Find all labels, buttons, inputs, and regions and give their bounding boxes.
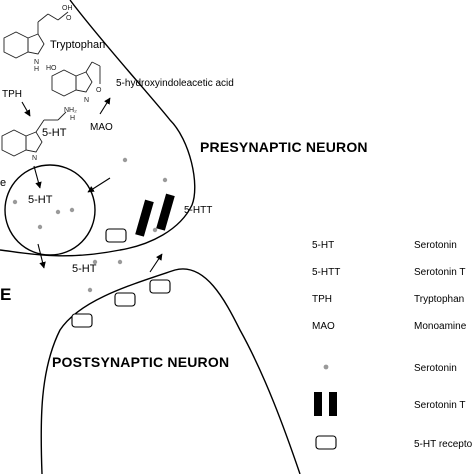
- serotonin-transporter: [135, 193, 175, 237]
- legend-desc-5ht: Serotonin: [414, 240, 457, 251]
- serotonin-dot: [12, 199, 18, 205]
- presynaptic-membrane: [0, 0, 196, 257]
- hiaa-n-text: N: [84, 97, 89, 104]
- legend-abbr-5ht: 5-HT: [312, 240, 334, 251]
- serotonin-dot-icon: [323, 364, 329, 370]
- edge-partial-text: e: [0, 177, 6, 189]
- serotonin-n-text: N: [32, 155, 37, 162]
- htt-label: 5-HTT: [184, 205, 212, 216]
- serotonin-dot: [87, 287, 93, 293]
- legend-abbr-5htt: 5-HTT: [312, 267, 340, 278]
- legend-desc-5htt: Serotonin T: [414, 267, 466, 278]
- legend-desc-receptor: 5-HT recepto: [414, 439, 473, 450]
- postsynaptic-title: POSTSYNAPTIC NEURON: [52, 354, 229, 370]
- legend-desc-serotonin-dot: Serotonin: [414, 363, 457, 374]
- serotonin-dots: [12, 157, 168, 293]
- serotonin-label: 5-HT: [42, 127, 67, 139]
- arrow-reuptake-to-vesicle: [87, 177, 111, 193]
- synaptic-vesicle: [4, 164, 96, 256]
- tryptophan-n-text: N: [34, 59, 39, 66]
- tryptophan-molecule: O OH N H: [3, 5, 73, 73]
- presynaptic-title: PRESYNAPTIC NEURON: [200, 139, 368, 155]
- legend-desc-mao: Monoamine: [414, 321, 467, 332]
- vesicle-5ht-label: 5-HT: [28, 194, 53, 206]
- arrow-vesicle-release: [37, 243, 46, 269]
- serotonin-dot: [122, 157, 128, 163]
- postsynaptic-receptor-2: [114, 292, 136, 307]
- presynaptic-autoreceptor: [105, 228, 127, 243]
- hiaa-ho-text: HO: [46, 65, 57, 72]
- tryptophan-oh-text: O: [66, 15, 72, 22]
- serotonin-dot: [162, 177, 168, 183]
- hiaa-o-text: O: [96, 87, 102, 94]
- legend-abbr-mao: MAO: [312, 321, 335, 332]
- serotonin-dot: [92, 259, 98, 265]
- arrow-cleft-to-transporter: [149, 253, 163, 273]
- tryptophan-label: Tryptophan: [50, 39, 105, 51]
- serotonin-molecule: NH₂ H N: [1, 107, 77, 162]
- legend-desc-tph: Tryptophan: [414, 294, 464, 305]
- transporter-bars-icon: [314, 392, 337, 416]
- serotonin-dot: [117, 259, 123, 265]
- hiaa-molecule: HO O N: [46, 61, 102, 104]
- arrow-tryptophan-to-serotonin: [21, 101, 31, 117]
- transporter-bar-right: [156, 193, 175, 231]
- tph-label: TPH: [2, 89, 22, 100]
- serotonin-nh2-text: NH₂: [64, 107, 77, 114]
- serotonin-dot: [152, 227, 158, 233]
- legend-desc-transporter: Serotonin T: [414, 400, 466, 411]
- tryptophan-h-text: H: [34, 66, 39, 73]
- arrow-serotonin-to-vesicle: [33, 165, 42, 189]
- receptor-box-icon: [315, 435, 337, 450]
- tryptophan-oh2-text: OH: [62, 5, 73, 12]
- serotonin-h-text: H: [70, 115, 75, 122]
- hiaa-label: 5-hydroxyindoleacetic acid: [116, 78, 234, 89]
- transporter-bar-left: [135, 199, 154, 237]
- arrow-mao-to-hiaa: [99, 97, 111, 115]
- cleft-5ht-label: 5-HT: [72, 263, 97, 275]
- postsynaptic-receptor-3: [149, 279, 171, 294]
- edge-letter: E: [0, 285, 11, 304]
- serotonin-dot: [69, 207, 75, 213]
- mao-label: MAO: [90, 122, 113, 133]
- postsynaptic-receptor-1: [71, 313, 93, 328]
- legend: 5-HT Serotonin 5-HTT Serotonin T TPH Try…: [312, 240, 473, 450]
- legend-abbr-tph: TPH: [312, 294, 332, 305]
- serotonin-dot: [55, 209, 61, 215]
- postsynaptic-membrane: [40, 268, 301, 474]
- serotonin-dot: [37, 224, 43, 230]
